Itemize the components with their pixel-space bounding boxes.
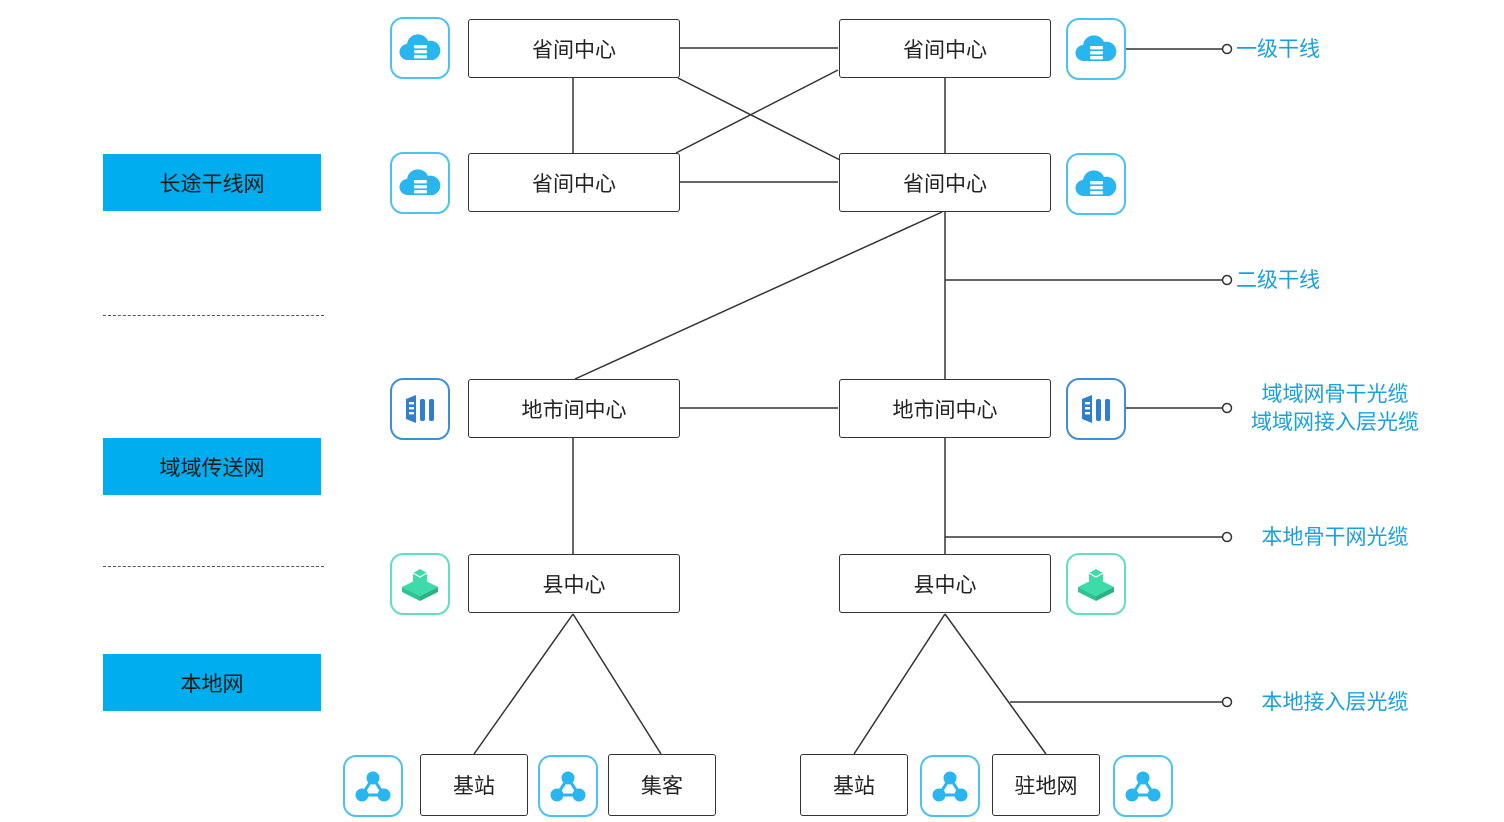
link-county-left-a (473, 613, 574, 755)
cloud-server-icon (1066, 153, 1126, 215)
cloud-server-icon (1066, 18, 1126, 80)
node-provincial-mid-right: 省间中心 (839, 153, 1051, 212)
link-prov-cross-b (675, 69, 839, 154)
tier-local: 本地网 (103, 654, 321, 711)
callout-local-access: 本地接入层光缆 (1261, 690, 1409, 714)
node-county-left: 县中心 (468, 554, 680, 613)
tier-divider-upper (103, 315, 324, 316)
node-provincial-mid-left: 省间中心 (468, 153, 680, 212)
node-enterprise-customer: 集客 (608, 754, 716, 816)
layered-box-icon (390, 553, 450, 615)
node-county-right: 县中心 (839, 554, 1051, 613)
layered-box-icon (1066, 553, 1126, 615)
node-provincial-top-right: 省间中心 (839, 19, 1051, 78)
node-premises-network: 驻地网 (992, 754, 1100, 816)
leader-level2-dot (1221, 274, 1233, 286)
leader-local-access-dot (1221, 696, 1233, 708)
leader-metro-dot (1221, 402, 1233, 414)
leader-level1-dot (1221, 43, 1233, 55)
network-nodes-icon (343, 755, 403, 817)
node-provincial-top-left: 省间中心 (468, 19, 680, 78)
cloud-server-icon (390, 17, 450, 79)
network-nodes-icon (1113, 755, 1173, 817)
link-county-left-b (572, 613, 662, 755)
callout-level2: 二级干线 (1236, 268, 1320, 292)
tier-divider-lower (103, 566, 324, 567)
transmission-equipment-icon (390, 378, 450, 440)
callout-level1: 一级干线 (1236, 37, 1320, 61)
node-city-left: 地市间中心 (468, 379, 680, 438)
network-nodes-icon (538, 755, 598, 817)
link-county-right-b (944, 613, 1047, 755)
tier-long-haul: 长途干线网 (103, 154, 321, 211)
tier-metro: 域域传送网 (103, 438, 321, 495)
transmission-equipment-icon (1066, 378, 1126, 440)
network-nodes-icon (920, 755, 980, 817)
callout-metro-access: 域域网接入层光缆 (1251, 410, 1419, 434)
node-city-right: 地市间中心 (839, 379, 1051, 438)
cloud-server-icon (390, 152, 450, 214)
link-prov-to-city-left (574, 211, 943, 380)
node-base-station-left: 基站 (420, 754, 528, 816)
leader-local-backbone-dot (1221, 531, 1233, 543)
link-prov-cross-a (677, 77, 841, 161)
link-county-right-a (853, 613, 946, 755)
node-base-station-right: 基站 (800, 754, 908, 816)
callout-metro-backbone: 域域网骨干光缆 (1261, 382, 1409, 406)
callout-local-backbone: 本地骨干网光缆 (1261, 525, 1409, 549)
